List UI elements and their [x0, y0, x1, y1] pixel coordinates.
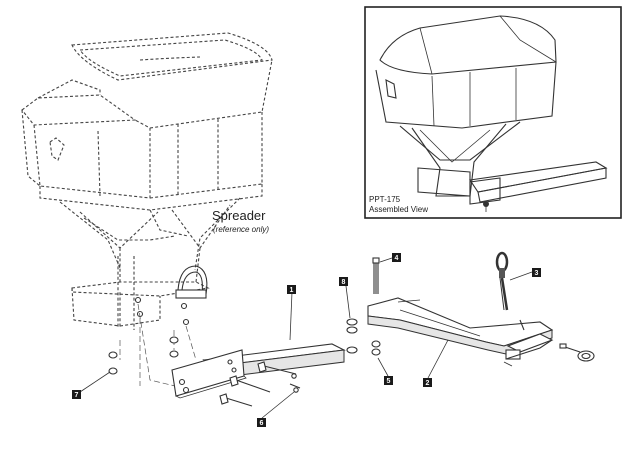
callout-1: 1 — [287, 285, 296, 341]
svg-text:8: 8 — [342, 279, 346, 286]
part-4-bolt — [372, 257, 380, 294]
spreader-reference-outline — [21, 32, 273, 330]
hitch-clip — [503, 319, 595, 367]
callout-4: 4 — [379, 253, 401, 263]
assembled-view-inset: PPT-175 Assembled View — [364, 6, 622, 219]
callout-6: 6 — [257, 391, 295, 427]
callout-7: 7 — [72, 371, 111, 399]
svg-text:6: 6 — [260, 420, 264, 427]
inset-model: PPT-175 — [369, 195, 401, 204]
inset-caption: Assembled View — [369, 205, 428, 214]
callout-3: 3 — [509, 268, 541, 281]
part-1-tube-assembly — [171, 343, 346, 399]
svg-text:7: 7 — [75, 392, 79, 399]
callout-5: 5 — [377, 357, 393, 385]
svg-text:1: 1 — [290, 287, 294, 294]
part-6-bolts — [219, 361, 301, 407]
svg-text:5: 5 — [387, 378, 391, 385]
svg-text:2: 2 — [426, 380, 430, 387]
svg-text:4: 4 — [395, 255, 399, 262]
callout-2: 2 — [423, 339, 449, 387]
part-5-hitch-pin — [495, 251, 509, 311]
callout-8: 8 — [339, 277, 351, 319]
part-8-washers — [346, 318, 381, 356]
spreader-note: (reference only) — [213, 225, 269, 234]
part-2-hitch-arm — [367, 297, 554, 360]
part-7-nuts — [108, 336, 179, 375]
svg-text:3: 3 — [535, 270, 539, 277]
spreader-label: Spreader — [212, 208, 266, 223]
